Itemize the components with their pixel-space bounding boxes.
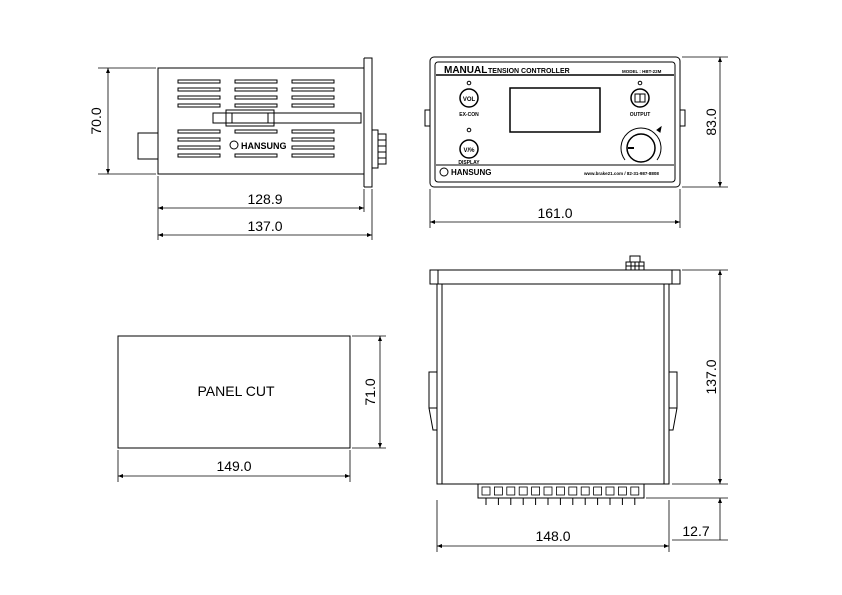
output-indicator-led	[637, 80, 643, 86]
vol-label: VOL	[463, 97, 476, 103]
side-view	[137, 57, 387, 188]
display-button	[459, 139, 479, 159]
side-clip	[212, 109, 362, 127]
dim-front-width: 161.0	[537, 205, 572, 221]
terminal-pin	[618, 486, 627, 496]
tension-knob	[620, 125, 662, 163]
top-view	[428, 255, 681, 499]
terminal-pin	[605, 486, 615, 496]
display-label: DISPLAY	[458, 160, 480, 166]
display-window	[509, 87, 601, 133]
terminal-block	[477, 483, 645, 499]
output-button	[630, 88, 650, 108]
dim-side-height: 70.0	[88, 107, 104, 134]
dim-front-height: 83.0	[703, 108, 719, 135]
terminal-pin	[630, 486, 640, 496]
terminal-pin	[593, 486, 602, 496]
panel-cut-label: PANEL CUT	[197, 383, 274, 399]
terminal-pin	[580, 486, 590, 496]
vent-slots-lower	[177, 129, 335, 158]
dim-side-inner-width: 128.9	[247, 191, 282, 207]
panel-cut	[117, 335, 351, 449]
front-brand-logo-icon	[439, 167, 449, 177]
terminal-pin	[531, 486, 540, 496]
side-dims	[98, 67, 373, 240]
excon-indicator-led	[466, 127, 472, 133]
terminal-pin	[518, 486, 528, 496]
panel-dims	[117, 335, 386, 482]
side-brand-logo-icon	[229, 140, 239, 150]
output-label: OUTPUT	[630, 112, 651, 118]
front-brand-text: HANSUNG	[451, 168, 491, 177]
terminal-pin	[543, 486, 553, 496]
front-title-big: MANUAL	[444, 65, 487, 76]
front-title-small: TENSION CONTROLLER	[488, 68, 570, 75]
dim-top-width: 148.0	[535, 528, 570, 544]
vol-indicator-led	[466, 80, 472, 86]
terminal-pins	[481, 486, 640, 505]
side-brand-text: HANSUNG	[241, 141, 287, 151]
excon-label: EX-CON	[459, 112, 479, 118]
terminal-pin	[493, 486, 503, 496]
vent-slots-upper	[177, 79, 335, 108]
side-knob	[377, 133, 387, 165]
dim-top-depth: 137.0	[703, 359, 719, 394]
vol-button	[459, 88, 479, 108]
top-dims	[436, 269, 728, 552]
terminal-pin	[481, 486, 491, 496]
terminal-pin	[568, 486, 578, 496]
dim-panel-width: 149.0	[216, 458, 251, 474]
front-website: www.brake21.com / 82-31-987-8808	[583, 171, 659, 176]
dim-side-total-width: 137.0	[247, 218, 282, 234]
dim-terminal-height: 12.7	[682, 523, 709, 539]
front-view	[424, 56, 686, 188]
terminal-pin	[506, 486, 516, 496]
dim-panel-height: 71.0	[362, 378, 378, 405]
front-dims	[429, 56, 728, 228]
front-model-label: MODEL : HBT-22M	[622, 69, 662, 74]
display-button-text: V/%	[463, 148, 475, 154]
terminal-pin	[556, 486, 565, 496]
